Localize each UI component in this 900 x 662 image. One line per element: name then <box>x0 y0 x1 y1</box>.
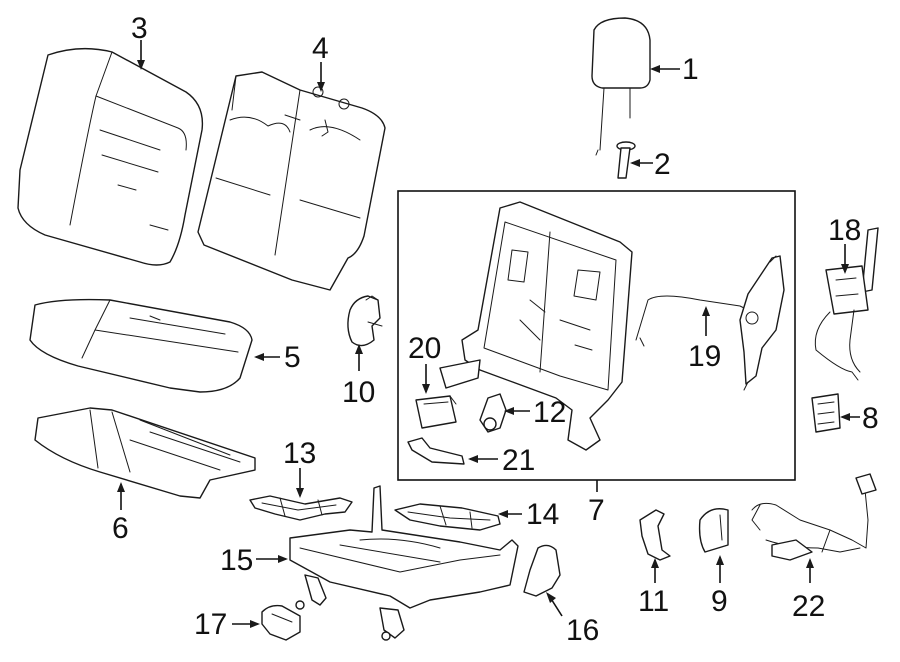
part-seat-back-frame <box>197 71 386 291</box>
part-module-bracket <box>407 437 465 465</box>
part-latch-cover <box>347 295 383 347</box>
callout-label-9: 9 <box>711 585 728 618</box>
callout-4: 4 <box>312 32 329 92</box>
part-release-cable <box>635 255 785 391</box>
callout-13: 13 <box>283 437 316 498</box>
callout-label-18: 18 <box>828 214 861 247</box>
callout-label-10: 10 <box>342 376 375 409</box>
callout-16: 16 <box>546 592 599 647</box>
callout-label-3: 3 <box>131 12 148 45</box>
callout-label-4: 4 <box>312 32 329 65</box>
callout-14: 14 <box>498 498 559 531</box>
callout-label-22: 22 <box>792 590 825 623</box>
part-seatback-frame-assembly <box>439 201 633 451</box>
part-seat-cushion-base <box>34 407 256 499</box>
callout-15: 15 <box>220 544 288 577</box>
callout-label-19: 19 <box>688 340 721 373</box>
callout-label-2: 2 <box>654 148 671 181</box>
part-seat-back-cover <box>17 47 204 266</box>
callout-3: 3 <box>131 12 148 70</box>
callout-label-5: 5 <box>284 341 301 374</box>
callout-label-16: 16 <box>566 614 599 647</box>
callout-7: 7 <box>588 480 605 527</box>
callout-17: 17 <box>194 608 260 641</box>
callout-19: 19 <box>688 306 721 373</box>
callout-20: 20 <box>408 332 441 394</box>
part-seat-cushion <box>29 298 253 393</box>
callout-10: 10 <box>342 344 375 409</box>
callout-label-1: 1 <box>682 53 699 86</box>
callout-label-15: 15 <box>220 544 253 577</box>
part-trim-piece <box>639 509 671 561</box>
part-control-module <box>415 395 457 429</box>
callout-label-17: 17 <box>194 608 227 641</box>
part-wiring-harness <box>751 473 877 561</box>
callout-21: 21 <box>468 444 535 477</box>
part-bracket-left <box>249 495 353 521</box>
part-side-cover <box>523 544 561 597</box>
part-actuator <box>479 393 507 433</box>
part-foot-cover <box>261 604 301 641</box>
callout-label-8: 8 <box>862 402 879 435</box>
callout-8: 8 <box>840 402 879 435</box>
callout-6: 6 <box>112 482 129 545</box>
part-bracket-right <box>394 503 501 531</box>
callout-label-20: 20 <box>408 332 441 365</box>
callout-1: 1 <box>650 53 699 86</box>
callout-5: 5 <box>254 341 301 374</box>
part-headrest-guide <box>616 141 636 179</box>
part-headrest <box>591 17 651 156</box>
part-cap <box>698 508 729 553</box>
callout-label-12: 12 <box>533 396 566 429</box>
callout-9: 9 <box>711 555 728 618</box>
callout-label-13: 13 <box>283 437 316 470</box>
part-switch <box>811 393 841 433</box>
callout-label-21: 21 <box>502 444 535 477</box>
callout-18: 18 <box>828 214 861 274</box>
callout-2: 2 <box>630 148 671 181</box>
part-seat-frame <box>289 485 519 641</box>
callout-label-11: 11 <box>638 585 669 618</box>
callout-label-6: 6 <box>112 512 129 545</box>
callout-12: 12 <box>504 396 566 429</box>
part-recliner-mechanism <box>814 227 879 381</box>
callout-label-7: 7 <box>588 494 605 527</box>
callout-11: 11 <box>638 558 669 618</box>
callout-label-14: 14 <box>526 498 559 531</box>
callout-22: 22 <box>792 558 825 623</box>
